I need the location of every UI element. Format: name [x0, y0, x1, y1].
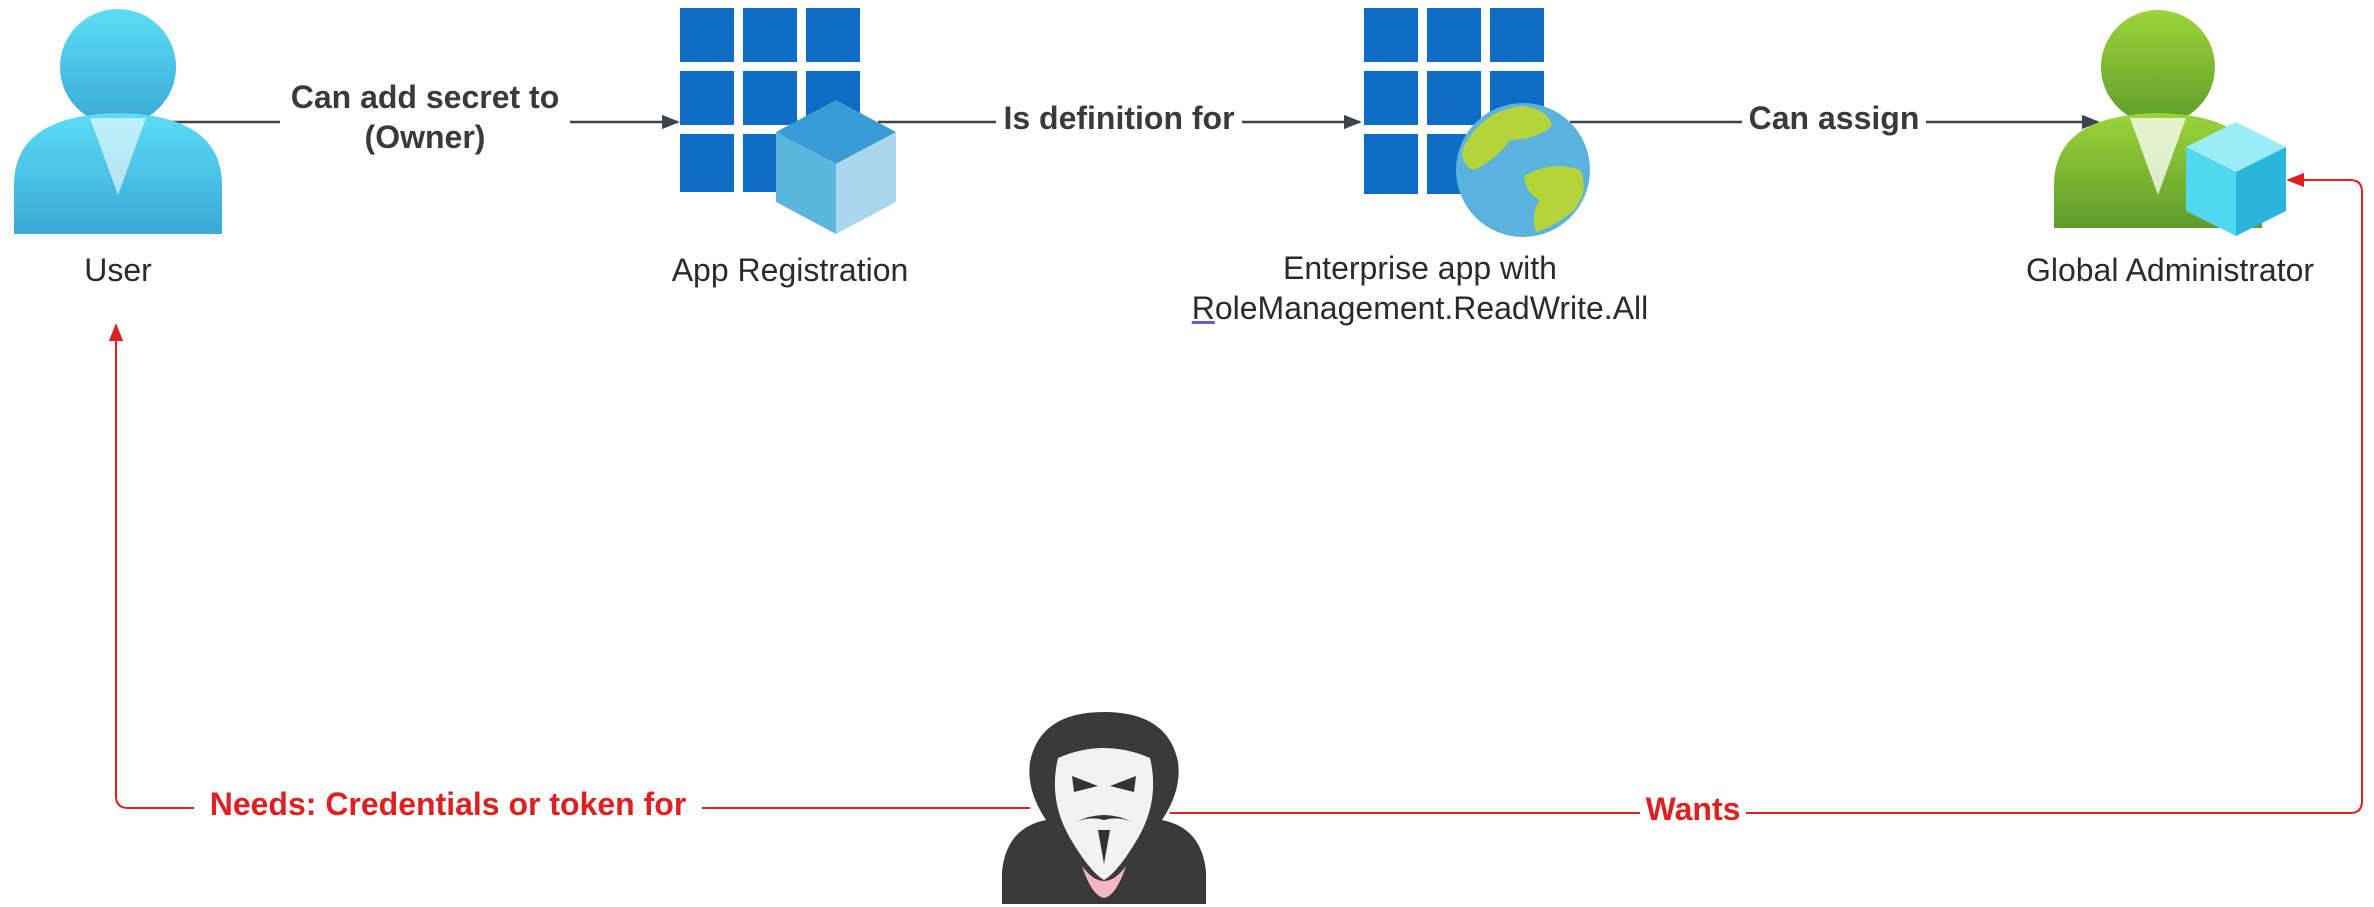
arrow-attacker-to-admin — [1170, 172, 2363, 814]
edge-label-enterprise-to-admin: Can assign — [1742, 98, 1926, 138]
arrow-attacker-to-user — [108, 323, 1030, 809]
global-admin-label: Global Administrator — [2025, 252, 2315, 288]
hacker-icon — [1002, 712, 1206, 904]
edge-label-user-to-app-line1: Can add secret to — [290, 79, 560, 115]
app-registration-label: App Registration — [671, 252, 909, 288]
edge-label-user-to-app-line2: (Owner) — [364, 119, 486, 155]
enterprise-app-label-line2: RoleManagement.ReadWrite.All — [1180, 288, 1660, 328]
enterprise-app-icon — [1364, 8, 1590, 237]
app-registration-icon — [680, 8, 896, 234]
enterprise-app-label: Enterprise app with RoleManagement.ReadW… — [1180, 248, 1660, 328]
edge-label-user-to-app: Can add secret to (Owner) — [280, 77, 570, 157]
enterprise-app-label-line2-first: R — [1191, 290, 1215, 326]
user-label: User — [84, 252, 152, 288]
user-icon — [14, 9, 222, 234]
enterprise-app-label-line2-rest: oleManagement.ReadWrite.All — [1214, 290, 1649, 326]
enterprise-app-label-line1: Enterprise app with — [1283, 250, 1557, 286]
edge-label-attacker-to-admin: Wants — [1640, 789, 1746, 829]
admin-user-icon — [2054, 10, 2286, 236]
edge-label-attacker-to-user: Needs: Credentials or token for — [194, 784, 702, 824]
edge-label-app-to-enterprise: Is definition for — [996, 98, 1242, 138]
